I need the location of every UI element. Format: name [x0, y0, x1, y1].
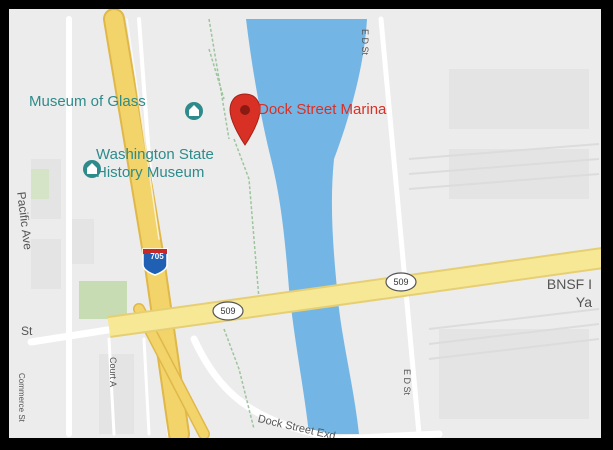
- shield-label: 705: [150, 252, 164, 261]
- poi-label-line: History Museum: [96, 164, 205, 181]
- poi-label[interactable]: Museum of Glass: [29, 94, 146, 109]
- shield-label: 509: [220, 306, 236, 316]
- marker-label[interactable]: Dock Street Marina: [258, 101, 387, 118]
- interstate-shield-705: [142, 248, 168, 276]
- shield-label: 509: [393, 277, 409, 287]
- rail-tracks: [408, 143, 600, 360]
- museum-icon[interactable]: [185, 102, 203, 120]
- street-label: Commerce St: [17, 373, 26, 422]
- street-label: E D St: [402, 369, 412, 396]
- poi-label-line: Museum of Glass: [29, 93, 146, 110]
- state-route-shield-509: [385, 272, 417, 292]
- street-label: Court A: [108, 357, 118, 388]
- waterway: [246, 19, 367, 434]
- footpaths: [208, 18, 260, 430]
- route-509: [107, 247, 601, 338]
- poi-label-line: Washington State: [96, 146, 214, 163]
- park-area: [79, 281, 127, 319]
- park-area: [31, 169, 49, 199]
- street-label: E D St: [360, 29, 370, 56]
- rail-yard-label: BNSF I Ya: [537, 275, 592, 311]
- street-label: St: [21, 324, 33, 338]
- map-canvas[interactable]: [9, 9, 613, 450]
- state-route-shield-509: [212, 301, 244, 321]
- rail-yard-label-line: Ya: [575, 294, 592, 310]
- map-pin-icon[interactable]: [229, 93, 261, 146]
- museum-icon[interactable]: [83, 160, 101, 178]
- poi-label[interactable]: Washington State History Museum: [96, 146, 214, 182]
- rail-yard-label-line: BNSF I: [546, 276, 592, 292]
